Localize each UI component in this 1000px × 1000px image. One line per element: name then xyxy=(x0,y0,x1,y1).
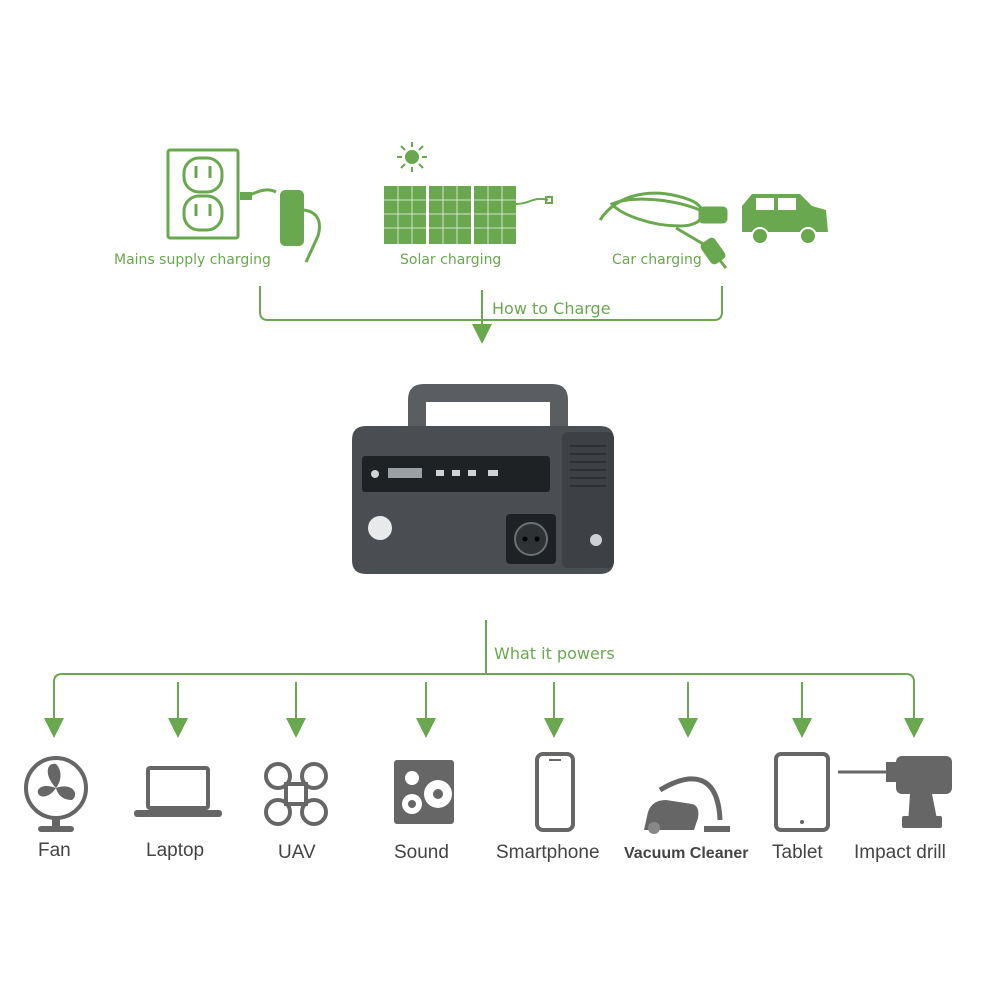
device-label-sound: Sound xyxy=(394,842,449,863)
solar-panel-icon xyxy=(384,186,553,244)
how-to-charge-title: How to Charge xyxy=(492,299,611,318)
power-station-image xyxy=(352,384,614,574)
source-label-mains: Mains supply charging xyxy=(114,252,271,268)
powers-connector-lines xyxy=(44,620,924,738)
power-adapter-icon xyxy=(240,188,321,263)
device-label-drill: Impact drill xyxy=(854,842,946,863)
device-label-vacuum: Vacuum Cleaner xyxy=(624,845,749,862)
what-it-powers-title: What it powers xyxy=(494,644,615,663)
smartphone-icon xyxy=(535,752,575,832)
car-icon xyxy=(742,194,828,245)
impact-drill-icon xyxy=(838,756,952,828)
car-charger-icon xyxy=(598,191,728,269)
speaker-icon xyxy=(394,760,454,824)
device-label-tablet: Tablet xyxy=(772,842,823,863)
laptop-icon xyxy=(134,766,222,817)
device-label-laptop: Laptop xyxy=(146,840,205,861)
drone-icon xyxy=(264,762,328,826)
tablet-icon xyxy=(774,752,830,832)
source-label-car: Car charging xyxy=(612,252,702,268)
device-label-smartphone: Smartphone xyxy=(496,842,600,863)
vacuum-cleaner-icon xyxy=(644,776,730,834)
device-label-uav: UAV xyxy=(278,842,316,863)
source-label-solar: Solar charging xyxy=(400,252,502,268)
charge-connector-lines xyxy=(259,286,723,344)
wall-outlet-icon xyxy=(166,148,240,240)
fan-icon xyxy=(24,756,88,832)
sun-icon xyxy=(397,142,427,172)
device-label-fan: Fan xyxy=(38,840,71,861)
